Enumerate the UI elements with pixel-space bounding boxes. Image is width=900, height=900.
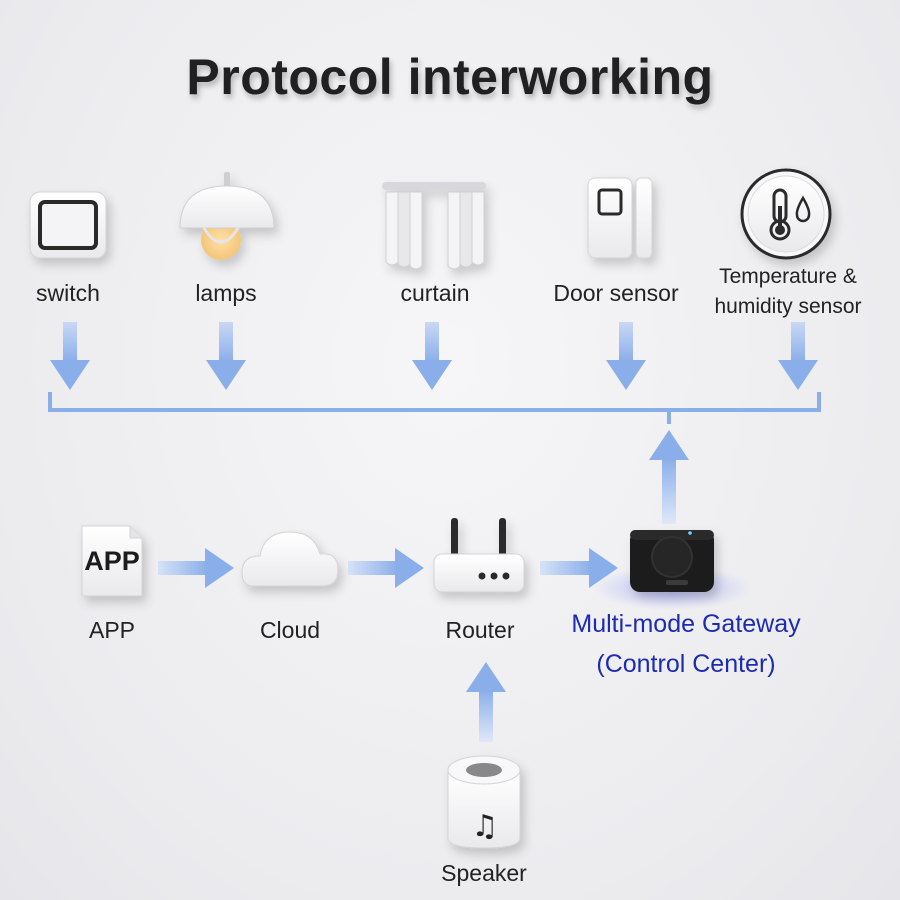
switch-icon bbox=[29, 191, 107, 259]
label-gateway-line2: (Control Center) bbox=[596, 650, 776, 678]
bus-bracket bbox=[48, 392, 821, 424]
label-app: APP bbox=[88, 617, 136, 643]
cloud-icon bbox=[241, 531, 339, 587]
down-arrow-temperature bbox=[778, 322, 818, 390]
gateway-icon bbox=[592, 530, 752, 610]
app-icon: APP bbox=[81, 525, 143, 597]
label-speaker: Speaker bbox=[441, 860, 527, 886]
page-title: Protocol interworking bbox=[186, 49, 714, 105]
label-switch: switch bbox=[36, 280, 100, 306]
door-sensor-icon bbox=[587, 177, 653, 259]
label-gateway: Multi-mode Gateway (Control Center) bbox=[538, 604, 834, 684]
speaker-icon: ♫ bbox=[447, 755, 521, 849]
app-icon-text: APP bbox=[84, 546, 140, 576]
up-arrow-gateway bbox=[649, 430, 689, 524]
label-cloud: Cloud bbox=[259, 617, 321, 643]
right-arrow-app-cloud bbox=[158, 548, 234, 588]
thermometer-icon bbox=[740, 168, 832, 260]
down-arrow-lamps bbox=[206, 322, 246, 390]
music-note-icon: ♫ bbox=[472, 809, 499, 844]
right-arrow-cloud-router bbox=[348, 548, 424, 588]
down-arrow-switch bbox=[50, 322, 90, 390]
label-gateway-line1: Multi-mode Gateway bbox=[571, 610, 801, 638]
label-curtain: curtain bbox=[400, 280, 470, 306]
lamp-icon bbox=[179, 172, 275, 260]
down-arrow-curtain bbox=[412, 322, 452, 390]
label-temperature-humidity: Temperature & humidity sensor bbox=[696, 262, 880, 322]
label-router: Router bbox=[445, 617, 515, 643]
label-lamps: lamps bbox=[195, 280, 257, 306]
label-door-sensor: Door sensor bbox=[553, 280, 679, 306]
right-arrow-router-gateway bbox=[540, 548, 618, 588]
router-icon bbox=[433, 518, 525, 593]
up-arrow-speaker bbox=[466, 662, 506, 742]
label-temperature-line1: Temperature & bbox=[719, 265, 857, 288]
curtain-icon bbox=[382, 182, 486, 270]
label-temperature-line2: humidity sensor bbox=[714, 295, 862, 318]
down-arrow-door-sensor bbox=[606, 322, 646, 390]
